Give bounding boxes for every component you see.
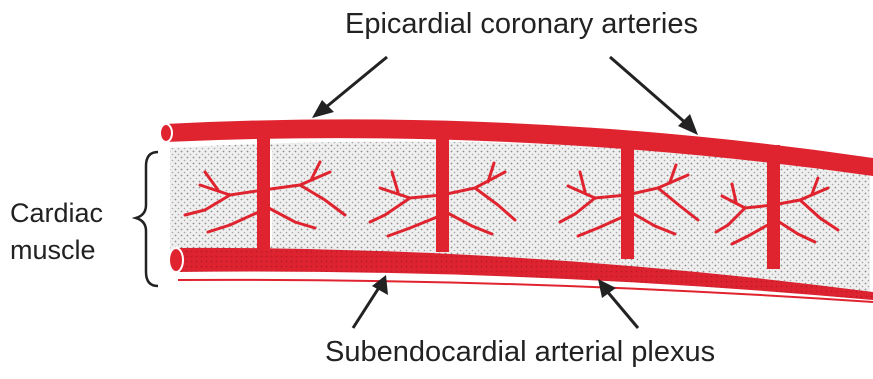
epicardial-arteries-label: Epicardial coronary arteries (345, 8, 698, 41)
cardiac-muscle-label: Cardiac muscle (10, 195, 103, 269)
epicardial-artery-opening (160, 124, 172, 142)
subendocardial-vessel-opening (169, 248, 183, 272)
cardiac-muscle-label-line2: muscle (10, 232, 103, 269)
penetrating-artery (767, 145, 780, 269)
arrow-to-plexus-right (598, 279, 638, 328)
arrow-to-plexus-left (353, 275, 388, 328)
subendocardial-plexus-label: Subendocardial arterial plexus (325, 336, 715, 369)
arrow-to-epicardial-left (312, 57, 387, 118)
arrow-to-epicardial-right (610, 57, 698, 135)
cardiac-muscle-label-line1: Cardiac (10, 195, 103, 232)
cardiac-muscle-brace (136, 152, 158, 286)
penetrating-artery (436, 126, 449, 252)
